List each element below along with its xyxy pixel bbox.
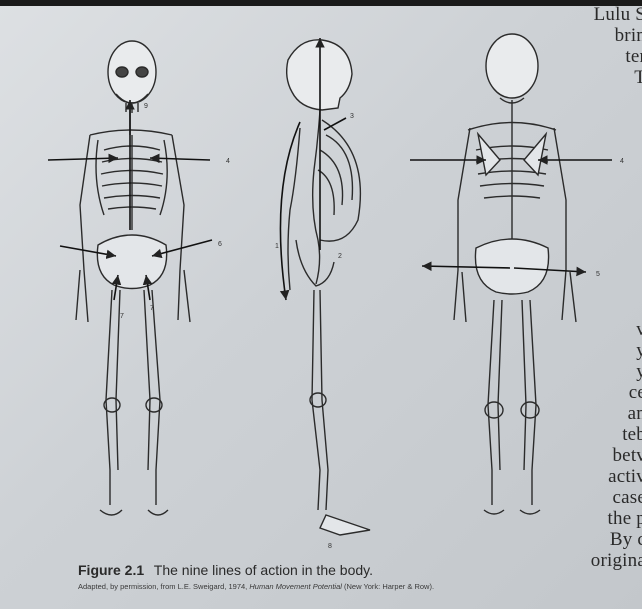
side-text-line bbox=[568, 172, 642, 193]
side-text-line: case bbox=[568, 487, 642, 508]
line-number-front-6: 6 bbox=[218, 241, 222, 248]
line-number-front-7b: 7 bbox=[150, 305, 154, 312]
line-number-front-4: 4 bbox=[226, 158, 230, 165]
side-text-line bbox=[568, 256, 642, 277]
side-text-line: origina bbox=[568, 550, 642, 571]
side-text-line bbox=[568, 130, 642, 151]
figure-caption: Figure 2.1 The nine lines of action in t… bbox=[78, 562, 578, 591]
source-prefix: Adapted, by permission, from L.E. Sweiga… bbox=[78, 582, 247, 591]
figure-title-text: The nine lines of action in the body. bbox=[154, 562, 373, 578]
side-text-line bbox=[568, 151, 642, 172]
side-text-line bbox=[568, 298, 642, 319]
side-text-line: brin bbox=[568, 25, 642, 46]
side-text-line: an bbox=[568, 403, 642, 424]
line-number-side-8: 8 bbox=[328, 543, 332, 550]
line-number-side-2: 2 bbox=[338, 253, 342, 260]
side-text-line: y bbox=[568, 340, 642, 361]
side-page-text: Lulu SbrinterTvyyceantebbetvactivcasethe… bbox=[568, 4, 642, 571]
side-text-line bbox=[568, 193, 642, 214]
side-text-line: betv bbox=[568, 445, 642, 466]
side-text-line bbox=[568, 109, 642, 130]
figure-label: Figure 2.1 bbox=[78, 562, 144, 578]
side-text-line: the p bbox=[568, 508, 642, 529]
side-text-line bbox=[568, 214, 642, 235]
side-text-line: ter bbox=[568, 46, 642, 67]
side-text-line: Lulu S bbox=[568, 4, 642, 25]
side-text-line: activ bbox=[568, 466, 642, 487]
back-skeleton bbox=[454, 34, 576, 514]
front-skeleton bbox=[76, 41, 190, 515]
line-number-side-1: 1 bbox=[275, 243, 279, 250]
side-text-line bbox=[568, 235, 642, 256]
side-text-line: teb bbox=[568, 424, 642, 445]
side-skeleton bbox=[287, 40, 370, 535]
line-number-side-3: 3 bbox=[350, 113, 354, 120]
side-text-line: By c bbox=[568, 529, 642, 550]
side-text-line: T bbox=[568, 67, 642, 88]
side-text-line: ce bbox=[568, 382, 642, 403]
line-number-front-9: 9 bbox=[144, 103, 148, 110]
side-text-line bbox=[568, 277, 642, 298]
source-suffix: (New York: Harper & Row). bbox=[344, 582, 434, 591]
side-text-line bbox=[568, 88, 642, 109]
line-number-front-7a: 7 bbox=[120, 313, 124, 320]
side-text-line: v bbox=[568, 319, 642, 340]
source-book-title: Human Movement Potential bbox=[249, 582, 342, 591]
figure-source: Adapted, by permission, from L.E. Sweiga… bbox=[78, 582, 578, 591]
figure-title: Figure 2.1 The nine lines of action in t… bbox=[78, 562, 578, 578]
side-text-line: y bbox=[568, 361, 642, 382]
